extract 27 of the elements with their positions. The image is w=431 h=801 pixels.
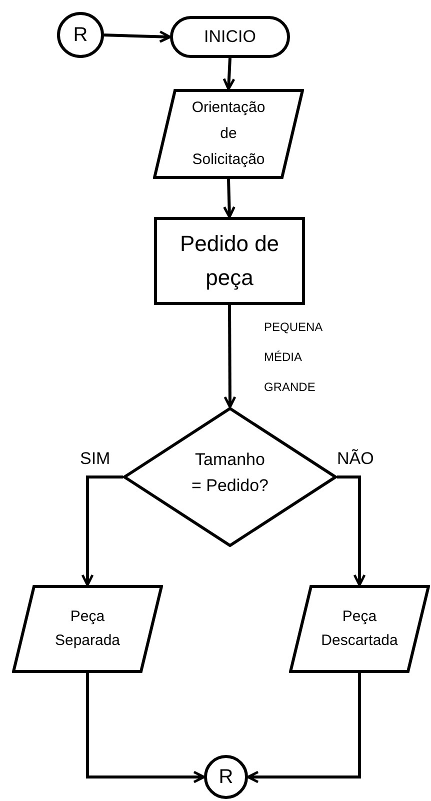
node-text: Pedido de peça bbox=[178, 230, 280, 292]
arrow bbox=[246, 673, 361, 784]
decision-diamond bbox=[123, 407, 337, 547]
node-text: Peça Separada bbox=[54, 607, 122, 651]
arrow bbox=[337, 476, 366, 586]
node-text: Orientação de Solicitação bbox=[190, 98, 266, 170]
process-box bbox=[154, 217, 305, 305]
option-label: PEQUENA bbox=[264, 319, 323, 336]
node-text: R bbox=[72, 23, 89, 48]
node-text: Peça Descartada bbox=[320, 607, 399, 651]
connector-circle bbox=[57, 12, 104, 58]
input-output-shape bbox=[289, 585, 430, 673]
node-text: R bbox=[218, 765, 234, 790]
terminal-shape bbox=[170, 16, 290, 58]
arrow bbox=[224, 305, 236, 408]
option-label: MÉDIA bbox=[264, 349, 302, 366]
node-text: Tamanho = Pedido? bbox=[190, 449, 270, 497]
node-text: INICIO bbox=[203, 26, 257, 48]
connector-circle bbox=[204, 755, 248, 799]
arrow bbox=[81, 476, 123, 586]
arrow bbox=[223, 178, 236, 218]
option-label: GRANDE bbox=[264, 379, 316, 396]
arrow bbox=[104, 30, 172, 43]
input-output-shape bbox=[12, 585, 163, 673]
arrow bbox=[222, 58, 236, 90]
arrow bbox=[86, 673, 206, 784]
input-output-shape bbox=[153, 89, 304, 179]
